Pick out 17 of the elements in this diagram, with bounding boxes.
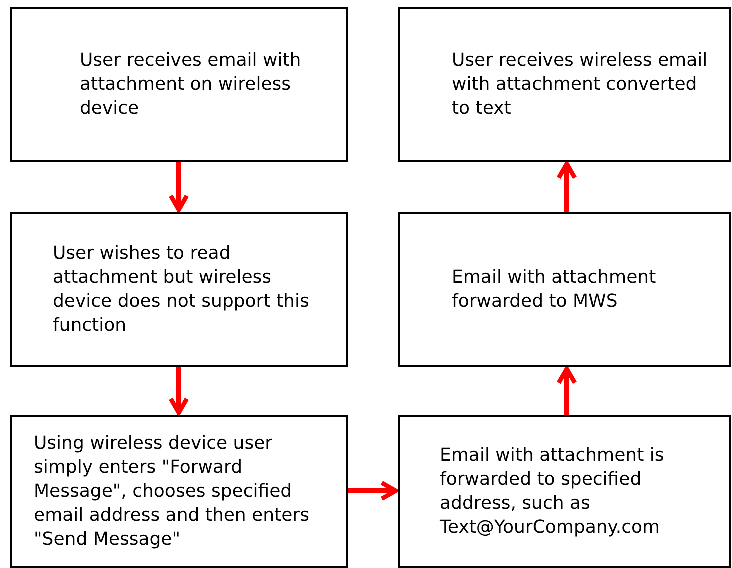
- process-box: [10, 212, 348, 367]
- arrow: [168, 162, 190, 212]
- box-text: Using wireless device user simply enters "Forward Message", chooses specified email address and then enters "Send Message": [34, 432, 310, 552]
- box-text: Email with attachment forwarded to MWS: [452, 266, 658, 314]
- box-text: User receives wireless email with attachment converted to text: [452, 48, 709, 120]
- process-box: [398, 212, 731, 367]
- process-box: [10, 415, 348, 568]
- box-text: Email with attachment is forwarded to specified address, such as Text@YourCompany.com: [440, 444, 666, 540]
- process-box: [398, 7, 731, 162]
- arrow: [556, 162, 578, 212]
- process-box: [10, 7, 348, 162]
- box-text: User receives email with attachment on wireless device: [80, 48, 302, 120]
- arrow: [348, 480, 398, 502]
- box-text: User wishes to read attachment but wireless device does not support this function: [53, 242, 310, 338]
- arrow: [556, 366, 578, 415]
- process-box: [398, 415, 731, 568]
- arrow: [168, 367, 190, 416]
